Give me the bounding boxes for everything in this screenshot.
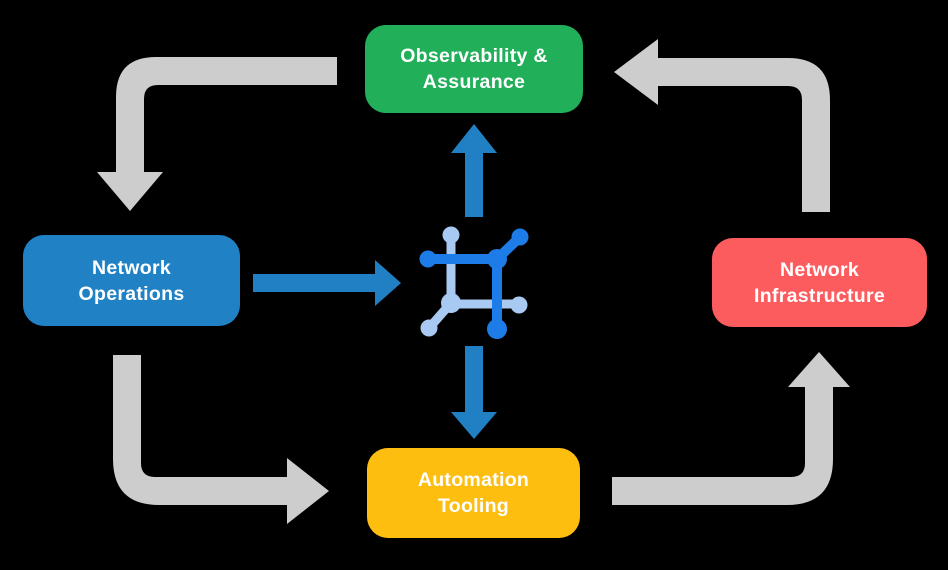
- node-automation-label: Automation Tooling: [417, 469, 530, 517]
- gray-arrow-infrastructure-to-observability: [614, 39, 830, 212]
- network-automation-icon: [419, 226, 529, 339]
- blue-arrow-center-to-observability: [451, 124, 497, 217]
- network-icon-light-dots: [420, 226, 528, 337]
- gray-arrow-operations-to-automation: [113, 355, 329, 524]
- node-operations-label: Network Operations: [78, 256, 185, 305]
- node-network-operations: Network Operations: [23, 235, 240, 326]
- blue-arrow-center-to-automation: [451, 346, 497, 439]
- node-observability-label: Observability & Assurance: [400, 45, 548, 93]
- node-network-infrastructure: Network Infrastructure: [712, 238, 927, 327]
- gray-arrow-automation-to-infrastructure: [612, 352, 850, 505]
- node-infrastructure-label: Network Infrastructure: [754, 258, 885, 307]
- node-automation-tooling: Automation Tooling: [367, 448, 580, 538]
- node-observability-assurance: Observability & Assurance: [365, 25, 583, 113]
- gray-arrow-observability-to-operations: [97, 57, 337, 211]
- network-icon-dark-dots: [419, 228, 529, 339]
- blue-arrow-operations-to-center: [253, 260, 401, 306]
